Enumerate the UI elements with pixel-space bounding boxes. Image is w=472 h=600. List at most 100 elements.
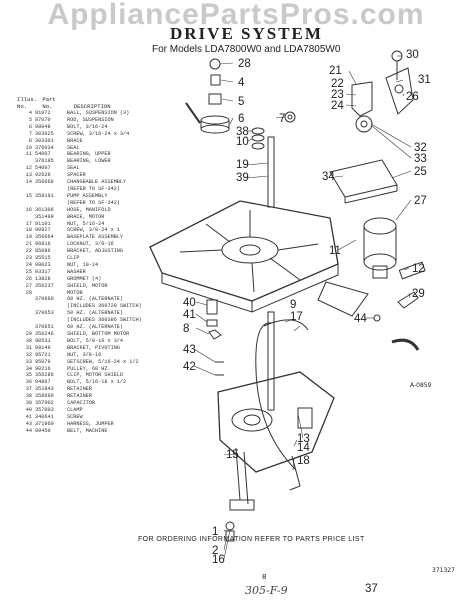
- legend-illus-no: 26: [25, 275, 32, 282]
- legend-illus-no: 40: [25, 406, 32, 413]
- callout-38: 38: [236, 126, 249, 138]
- legend-description: CAPACITOR: [67, 400, 96, 407]
- legend-description: PUMP ASSEMBLY: [67, 192, 108, 199]
- legend-illus-no: 22: [25, 248, 32, 255]
- legend-description: (REFER TO SF-342): [67, 199, 120, 206]
- callout-37: 37: [365, 583, 378, 595]
- legend-part-no: 13828: [35, 275, 51, 282]
- legend-illus-no: 14: [25, 179, 32, 186]
- legend-description: 60 HZ. (ALTERNATE): [67, 324, 124, 331]
- callout-18: 18: [297, 455, 310, 467]
- legend-part-no: 358191: [35, 192, 54, 199]
- callout-30: 30: [406, 49, 419, 61]
- legend-description: SCREW: [67, 413, 83, 420]
- callout-23: 23: [331, 89, 344, 101]
- legend-part-no: 340641: [35, 413, 54, 420]
- callout-34: 34: [322, 171, 335, 183]
- legend-description: NUT, 10-24: [67, 261, 99, 268]
- legend-part-no: 93317: [35, 268, 51, 275]
- callout-15: 15: [226, 449, 239, 461]
- callout-14: 14: [297, 442, 310, 454]
- legend-illus-no: 33: [25, 358, 32, 365]
- legend-part-no: 99450: [35, 427, 51, 434]
- bolt-part: [210, 74, 221, 86]
- col-part: Part: [42, 96, 56, 103]
- legend-description: 60 HZ. (ALTERNATE): [67, 296, 124, 303]
- legend-description: BRACKET, PIVOTING: [67, 344, 120, 351]
- callout-13: 13: [297, 433, 310, 445]
- callout-41: 41: [183, 309, 196, 321]
- callout-26: 26: [406, 91, 419, 103]
- brace-part: [200, 115, 230, 125]
- callout-5: 5: [238, 96, 244, 108]
- legend-illus-no: 12: [25, 165, 32, 172]
- legend-part-no: 370653: [35, 310, 54, 317]
- callout-16: 16: [212, 554, 225, 566]
- legend-illus-no: 27: [25, 282, 32, 289]
- legend-description: SPACER: [67, 172, 86, 179]
- legend-illus-no: 13: [25, 172, 32, 179]
- legend-description: WASHER: [67, 268, 86, 275]
- legend-description: BALL, SUSPENSION (3): [67, 110, 130, 116]
- legend-illus-no: 32: [25, 351, 32, 358]
- legend-illus-no: 19: [25, 234, 32, 241]
- legend-part-no: 358699: [35, 393, 54, 400]
- legend-illus-no: 28: [25, 289, 32, 296]
- legend-description: CHANGEABLE ASSEMBLY: [67, 179, 127, 186]
- legend-description: CLIP: [67, 255, 80, 262]
- motor-part: [363, 217, 397, 235]
- legend-part-no: 376034: [35, 144, 54, 151]
- legend-illus-no: 31: [25, 344, 32, 351]
- belt-part: [255, 322, 297, 471]
- legend-part-no: 357002: [35, 400, 54, 407]
- legend-illus-no: 37: [25, 386, 32, 393]
- callout-6: 6: [238, 113, 244, 125]
- watermark: AppliancePartsPros.com: [47, 0, 425, 31]
- legend-illus-no: 35: [25, 372, 32, 379]
- callout-33: 33: [414, 153, 427, 165]
- legend-description: HARNESS, JUMPER: [67, 420, 114, 427]
- shaft-part: [267, 136, 275, 208]
- callout-42: 42: [183, 361, 196, 373]
- callout-25: 25: [414, 166, 427, 178]
- legend-header-1: Illus. Part: [17, 96, 169, 103]
- legend-row: (INCLUDES 360728 SWITCH): [17, 303, 169, 310]
- legend-illus-no: 5: [28, 116, 32, 123]
- legend-illus-no: 6: [28, 123, 32, 130]
- legend-illus-no: 43: [25, 420, 32, 427]
- legend-description: BEARING, UPPER: [67, 151, 111, 158]
- col-no: No.: [17, 103, 28, 110]
- legend-illus-no: 44: [25, 427, 32, 434]
- diagram-art: [149, 50, 426, 542]
- legend-part-no: 92629: [35, 172, 51, 179]
- callout-31: 31: [418, 74, 431, 86]
- legend-illus-no: 18: [25, 227, 32, 234]
- legend-description: BRACKET, ADJUSTING: [67, 248, 124, 255]
- legend-description: SCREW, 3/8-24 x 1: [67, 227, 120, 234]
- callout-43: 43: [183, 344, 196, 356]
- legend-description: BOLT, 5/8-16 x 3/4: [67, 337, 124, 344]
- legend-description: BOLT, 3/16-24: [67, 123, 108, 130]
- legend-illus-no: 30: [25, 337, 32, 344]
